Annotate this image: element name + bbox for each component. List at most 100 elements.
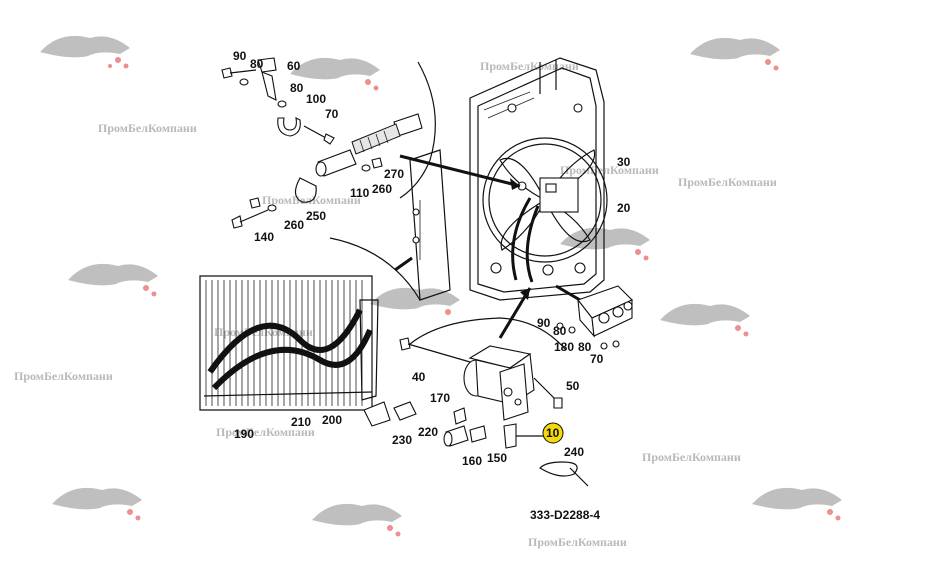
watermark-logo [370, 287, 460, 315]
valve-cover [499, 363, 529, 421]
callout-220: 220 [418, 425, 438, 439]
callout-labels: 90 80 60 80 100 70 110 260 270 250 140 2… [233, 49, 631, 468]
callout-170: 170 [430, 391, 450, 405]
watermark-text: ПромБелКомпани [262, 193, 361, 207]
bolt-shank [229, 69, 257, 74]
bracket [257, 57, 277, 73]
bracket-arm [261, 71, 277, 101]
callout-100: 100 [306, 92, 326, 106]
callout-80: 80 [578, 340, 592, 354]
watermark-text: ПромБелКомпани [528, 535, 627, 549]
corrugated-sleeve [351, 123, 401, 155]
watermark-text: ПромБелКомпани [560, 163, 659, 177]
callout-140: 140 [254, 230, 274, 244]
callout-210: 210 [291, 415, 311, 429]
washer [239, 78, 249, 86]
callout-70: 70 [325, 107, 339, 121]
detail-boundary-arc [399, 61, 436, 199]
leader-arrow [394, 256, 413, 272]
callout-40: 40 [412, 370, 426, 384]
pressure-fitting [503, 423, 517, 449]
washer [556, 322, 564, 330]
washer [361, 164, 371, 172]
watermark-logo [560, 227, 650, 261]
washer [277, 100, 287, 108]
bolt-head [323, 133, 335, 145]
washer [568, 326, 576, 334]
adapter-fitting [393, 401, 417, 421]
cable-loop [294, 177, 317, 203]
radiator-core [199, 275, 373, 411]
callout-150: 150 [487, 451, 507, 465]
fitting [469, 425, 487, 443]
fitting [453, 407, 467, 425]
washer [612, 340, 620, 348]
watermark-text: ПромБелКомпани [480, 59, 579, 73]
watermark-logo [40, 35, 130, 69]
callout-80: 80 [290, 81, 304, 95]
bolt-head [221, 67, 233, 79]
watermark-text: ПромБелКомпани [678, 175, 777, 189]
bolt-shank [303, 125, 327, 139]
callout-60: 60 [287, 59, 301, 73]
fan-ring [482, 137, 608, 263]
nut [249, 197, 261, 209]
callout-70: 70 [590, 352, 604, 366]
detail-boundary-arc [409, 317, 567, 351]
bolt-shank [407, 343, 471, 363]
callout-240: 240 [564, 445, 584, 459]
watermark-text: ПромБелКомпани [642, 450, 741, 464]
watermark-logo [290, 57, 380, 91]
callout-90: 90 [233, 49, 247, 63]
watermark-logo [312, 503, 402, 537]
callout-90: 90 [537, 316, 551, 330]
watermark-logo [52, 487, 142, 521]
bolt-shank [239, 209, 269, 223]
callout-10-highlighted: 10 [546, 426, 560, 440]
watermark-text: ПромБелКомпани [98, 121, 197, 135]
hydraulic-pump [363, 317, 589, 487]
radiator-assembly [199, 237, 421, 411]
elbow-fitting [363, 401, 391, 427]
callout-260: 260 [284, 218, 304, 232]
callout-160: 160 [462, 454, 482, 468]
clamp-tail [569, 467, 589, 487]
watermark-text: ПромБелКомпани [216, 425, 315, 439]
nut [371, 157, 383, 169]
watermark-text: ПромБелКомпани [14, 369, 113, 383]
clamp [277, 117, 301, 137]
shroud-bracket [539, 60, 557, 94]
watermark-logo [690, 37, 780, 71]
leader-arrow [399, 154, 521, 188]
bolt-head [553, 397, 563, 409]
callout-230: 230 [392, 433, 412, 447]
highlight-marker [542, 422, 564, 444]
callout-200: 200 [322, 413, 342, 427]
side-tank [359, 299, 379, 401]
callout-250: 250 [306, 209, 326, 223]
shroud-inner [477, 67, 597, 293]
fan-ring-inner [488, 143, 602, 257]
watermark-logo [68, 263, 158, 297]
callout-50: 50 [566, 379, 580, 393]
sensor-face [315, 161, 327, 177]
leader-arrow [555, 284, 581, 302]
callout-80: 80 [553, 324, 567, 338]
fan-shroud-assembly [394, 57, 608, 339]
fan-blade [499, 157, 547, 202]
washer [267, 204, 277, 212]
watermark-logos [40, 35, 842, 537]
watermark-logo [752, 487, 842, 521]
callout-270: 270 [384, 167, 404, 181]
hose-190 [207, 308, 363, 374]
watermark-logo [660, 303, 750, 337]
valve-block [556, 285, 633, 350]
shroud-frame [469, 57, 605, 301]
bolt-head [399, 337, 411, 351]
callout-80: 80 [250, 57, 264, 71]
hose-210 [211, 328, 373, 391]
callout-180: 180 [554, 340, 574, 354]
hydraulic-hose [525, 205, 540, 283]
side-plate [409, 149, 451, 301]
